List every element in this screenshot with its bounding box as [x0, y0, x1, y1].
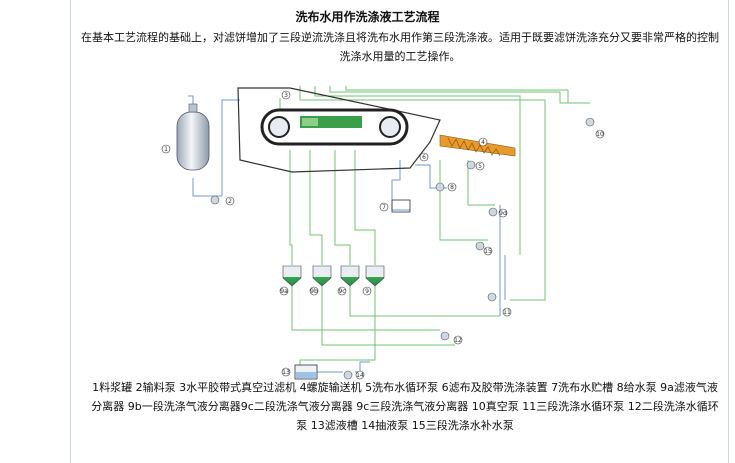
feed-pump: 2 — [210, 195, 235, 206]
marker-7: 7 — [382, 204, 386, 211]
marker-13: 13 — [282, 369, 290, 376]
cloth-wash-unit: 6 5 — [419, 152, 485, 171]
marker-12: 12 — [454, 337, 462, 344]
marker-6: 6 — [422, 154, 426, 161]
wash-pumps: 9d 15 11 12 — [440, 207, 512, 345]
equipment-legend: 1料浆罐 2输料泵 3水平胶带式真空过滤机 4螺旋输送机 5洗布水循环泵 6滤布… — [91, 381, 719, 432]
marker-9a: 9a — [280, 288, 288, 295]
marker-1: 1 — [164, 146, 168, 153]
diagram-description: 在基本工艺流程的基础上，对滤饼增加了三段逆流洗涤且将洗布水用作第三段洗涤液。适用… — [81, 31, 719, 63]
marker-10: 10 — [596, 131, 604, 138]
vacuum-pump: 10 — [585, 117, 605, 139]
separators: 9a 9b 9c 9 — [279, 265, 385, 296]
marker-2: 2 — [228, 198, 232, 205]
marker-4: 4 — [481, 139, 485, 146]
separator-9b: 9b — [309, 265, 332, 296]
left-border — [70, 0, 71, 463]
blue-pipes — [188, 95, 506, 373]
slurry-tank: 1 — [161, 103, 210, 171]
separator-9a: 9a — [279, 265, 302, 296]
diagram-title: 洗布水用作洗涤液工艺流程 — [295, 10, 440, 24]
marker-9d: 9d — [499, 210, 507, 217]
belt-filter: 3 — [237, 87, 441, 173]
green-pipes — [279, 86, 590, 370]
filtrate-tank: 13 14 — [281, 364, 365, 380]
marker-9b: 9b — [310, 288, 318, 295]
cloth-water-tank: 7 8 — [379, 182, 457, 213]
screw-conveyor: 4 — [439, 134, 516, 157]
marker-9c: 9c — [338, 288, 345, 295]
marker-15: 15 — [484, 248, 492, 255]
marker-3: 3 — [284, 92, 288, 99]
separator-9c: 9c — [337, 265, 360, 296]
right-border — [728, 0, 729, 463]
marker-5: 5 — [478, 163, 482, 170]
marker-14: 14 — [356, 372, 364, 379]
marker-11: 11 — [503, 309, 511, 316]
separator-9d: 9 — [362, 265, 385, 296]
marker-9: 9 — [365, 288, 369, 295]
marker-8: 8 — [450, 184, 454, 191]
